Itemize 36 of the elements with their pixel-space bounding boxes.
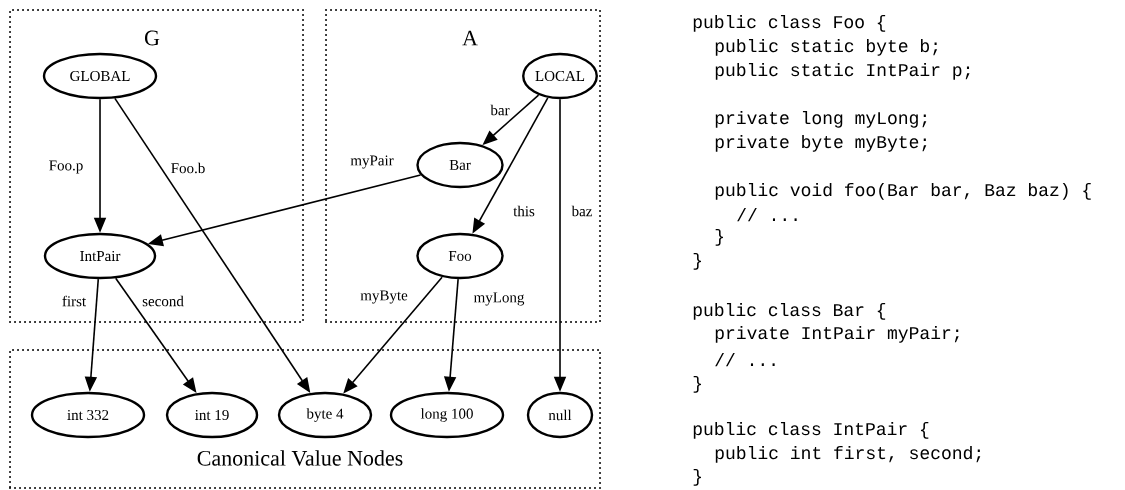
code-line: } bbox=[693, 252, 701, 270]
code-line: public class Bar { bbox=[693, 302, 886, 320]
code-line: public class Foo { bbox=[693, 14, 886, 32]
edge-label: myPair bbox=[349, 154, 395, 170]
code-line: public void foo(Bar bar, Baz baz) { bbox=[715, 182, 1091, 200]
code-line: } bbox=[693, 375, 701, 393]
edge-label: this bbox=[512, 204, 536, 218]
code-line: // ... bbox=[737, 207, 797, 222]
edge-label: second bbox=[141, 294, 185, 308]
ellipse-node: int 332 bbox=[30, 391, 146, 439]
edge-label: myByte bbox=[359, 289, 409, 305]
ellipse-node: Bar bbox=[416, 141, 504, 189]
code-line: private IntPair myPair; bbox=[715, 325, 959, 343]
edge-label: Foo.p bbox=[47, 159, 85, 175]
code-line: public static byte b; bbox=[715, 38, 938, 56]
code-line: public int first, second; bbox=[715, 445, 981, 463]
ellipse-node: IntPair bbox=[43, 232, 157, 280]
code-line: private long myLong; bbox=[715, 110, 927, 128]
ellipse-node: LOCAL bbox=[522, 52, 598, 100]
edge-label: myLong bbox=[472, 291, 526, 307]
code-line: public static IntPair p; bbox=[715, 62, 970, 80]
ellipse-node: byte 4 bbox=[277, 391, 373, 439]
code-line: // ... bbox=[715, 352, 775, 367]
ellipse-node: null bbox=[526, 391, 594, 439]
ellipse-node: Foo bbox=[416, 232, 504, 280]
code-line: } bbox=[693, 468, 701, 486]
edge-label: bar bbox=[489, 103, 511, 117]
code-line: public class IntPair { bbox=[693, 421, 929, 439]
code-line: private byte myByte; bbox=[715, 134, 927, 152]
ellipse-node: int 19 bbox=[165, 391, 259, 439]
code-line: } bbox=[715, 228, 723, 246]
edge-label: baz bbox=[570, 204, 594, 218]
edge-label: Foo.b bbox=[169, 161, 207, 175]
ellipse-node: GLOBAL bbox=[42, 52, 158, 100]
ellipse-node: long 100 bbox=[389, 391, 505, 439]
edge-label: first bbox=[60, 294, 88, 308]
